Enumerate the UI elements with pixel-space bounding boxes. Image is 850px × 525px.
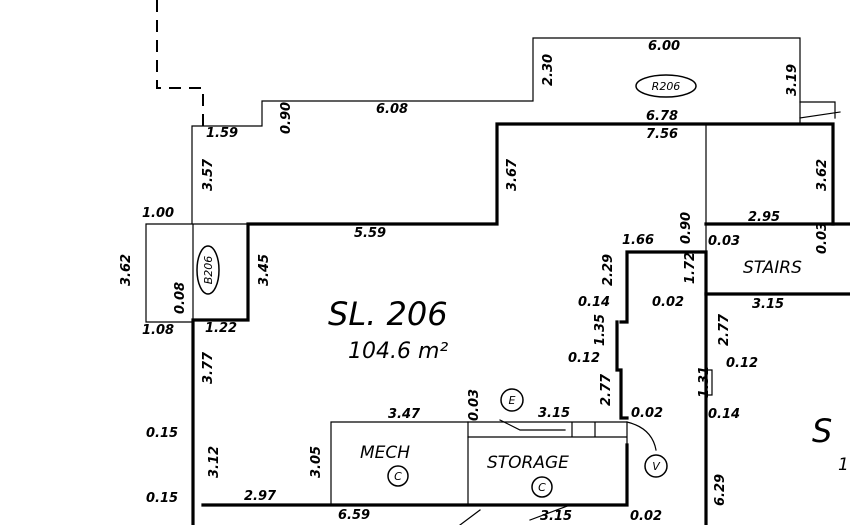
dim-label: 0.90 bbox=[679, 212, 694, 244]
dim-label: 6.78 bbox=[646, 109, 678, 124]
dim-label: 0.02 bbox=[630, 509, 662, 524]
tag-e-label: E bbox=[509, 394, 516, 407]
wall-corridor-right bbox=[705, 369, 713, 396]
dim-label: 0.08 bbox=[173, 282, 188, 314]
dim-label: 3.62 bbox=[815, 159, 830, 191]
dashed-boundary bbox=[156, 0, 204, 128]
dim-label: 0.02 bbox=[652, 295, 684, 310]
dim-label: 0.14 bbox=[578, 295, 610, 310]
room-mech: MECH bbox=[360, 443, 410, 463]
wall-stairs bbox=[704, 222, 850, 296]
dim-label: 2.95 bbox=[748, 210, 780, 225]
dim-label: 1.31 bbox=[697, 366, 712, 398]
dim-label: 3.15 bbox=[540, 509, 572, 524]
room-stairs: STAIRS bbox=[743, 258, 802, 278]
dim-label: 0.03 bbox=[467, 389, 482, 421]
tag-c2-label: C bbox=[538, 481, 546, 494]
room-partial-right-num: 1 bbox=[838, 455, 849, 475]
room-name: SL. 206 bbox=[328, 295, 448, 333]
door-swing bbox=[499, 419, 657, 451]
wall-bottom-storage bbox=[459, 504, 571, 525]
dim-label: 3.12 bbox=[207, 446, 222, 478]
tag-b206-label: B206 bbox=[202, 256, 215, 285]
stair-rail bbox=[799, 101, 841, 119]
dim-label: 6.00 bbox=[648, 39, 680, 54]
dim-label: 3.05 bbox=[309, 446, 324, 478]
dim-label: 0.02 bbox=[631, 406, 663, 421]
dim-label: 7.56 bbox=[646, 127, 678, 142]
room-storage: STORAGE bbox=[487, 453, 569, 473]
dim-label: 2.30 bbox=[541, 54, 556, 86]
dim-label: 3.57 bbox=[201, 158, 216, 191]
dim-label: 0.15 bbox=[146, 426, 178, 441]
dim-label: 0.14 bbox=[708, 407, 740, 422]
dim-label: 2.77 bbox=[599, 373, 614, 406]
dim-label: 1.08 bbox=[142, 323, 174, 338]
dim-label: 0.03 bbox=[815, 222, 830, 254]
dim-label: 5.59 bbox=[354, 226, 386, 241]
dim-label: 1.00 bbox=[142, 206, 174, 221]
dim-label: 6.08 bbox=[376, 102, 408, 117]
dim-label: 6.29 bbox=[713, 474, 728, 506]
dim-label: 2.29 bbox=[601, 254, 616, 286]
dim-label: 1.72 bbox=[683, 252, 698, 284]
tag-c1-circle bbox=[387, 465, 409, 487]
tag-r206-oval bbox=[635, 74, 697, 98]
tag-c1-label: C bbox=[394, 470, 402, 483]
dim-label: 3.47 bbox=[388, 407, 421, 422]
wall-b206 bbox=[145, 223, 249, 323]
dim-label: 3.77 bbox=[201, 351, 216, 384]
dim-label: 0.03 bbox=[708, 234, 740, 249]
wall-r206-outline bbox=[191, 37, 801, 224]
tag-b206-oval bbox=[196, 245, 220, 295]
dim-label: 0.12 bbox=[568, 351, 600, 366]
tag-r206-label: R206 bbox=[652, 80, 681, 93]
tag-v-label: V bbox=[652, 460, 661, 473]
tag-e-circle bbox=[500, 388, 524, 412]
tag-c2-circle bbox=[531, 476, 553, 498]
dim-label: 3.15 bbox=[752, 297, 784, 312]
dim-label: 2.77 bbox=[717, 313, 732, 346]
dim-label: 1.35 bbox=[593, 314, 608, 346]
dim-label: 3.67 bbox=[505, 158, 520, 191]
room-area: 104.6 m² bbox=[348, 339, 448, 364]
dim-label: 1.22 bbox=[205, 321, 237, 336]
dim-label: 1.66 bbox=[622, 233, 654, 248]
tag-v-circle bbox=[644, 454, 668, 478]
dim-label: 6.59 bbox=[338, 508, 370, 523]
wall-mech bbox=[330, 421, 469, 506]
room-partial-right: S bbox=[812, 412, 832, 450]
dim-label: 3.15 bbox=[538, 406, 570, 421]
dim-label: 0.12 bbox=[726, 356, 758, 371]
dim-label: 3.19 bbox=[785, 64, 800, 96]
dim-label: 3.45 bbox=[257, 254, 272, 286]
dim-label: 2.97 bbox=[244, 489, 277, 504]
dim-label: 0.90 bbox=[279, 102, 294, 134]
dim-label: 1.59 bbox=[206, 126, 238, 141]
dim-label: 0.15 bbox=[146, 491, 178, 506]
dim-label: 3.62 bbox=[119, 254, 134, 286]
